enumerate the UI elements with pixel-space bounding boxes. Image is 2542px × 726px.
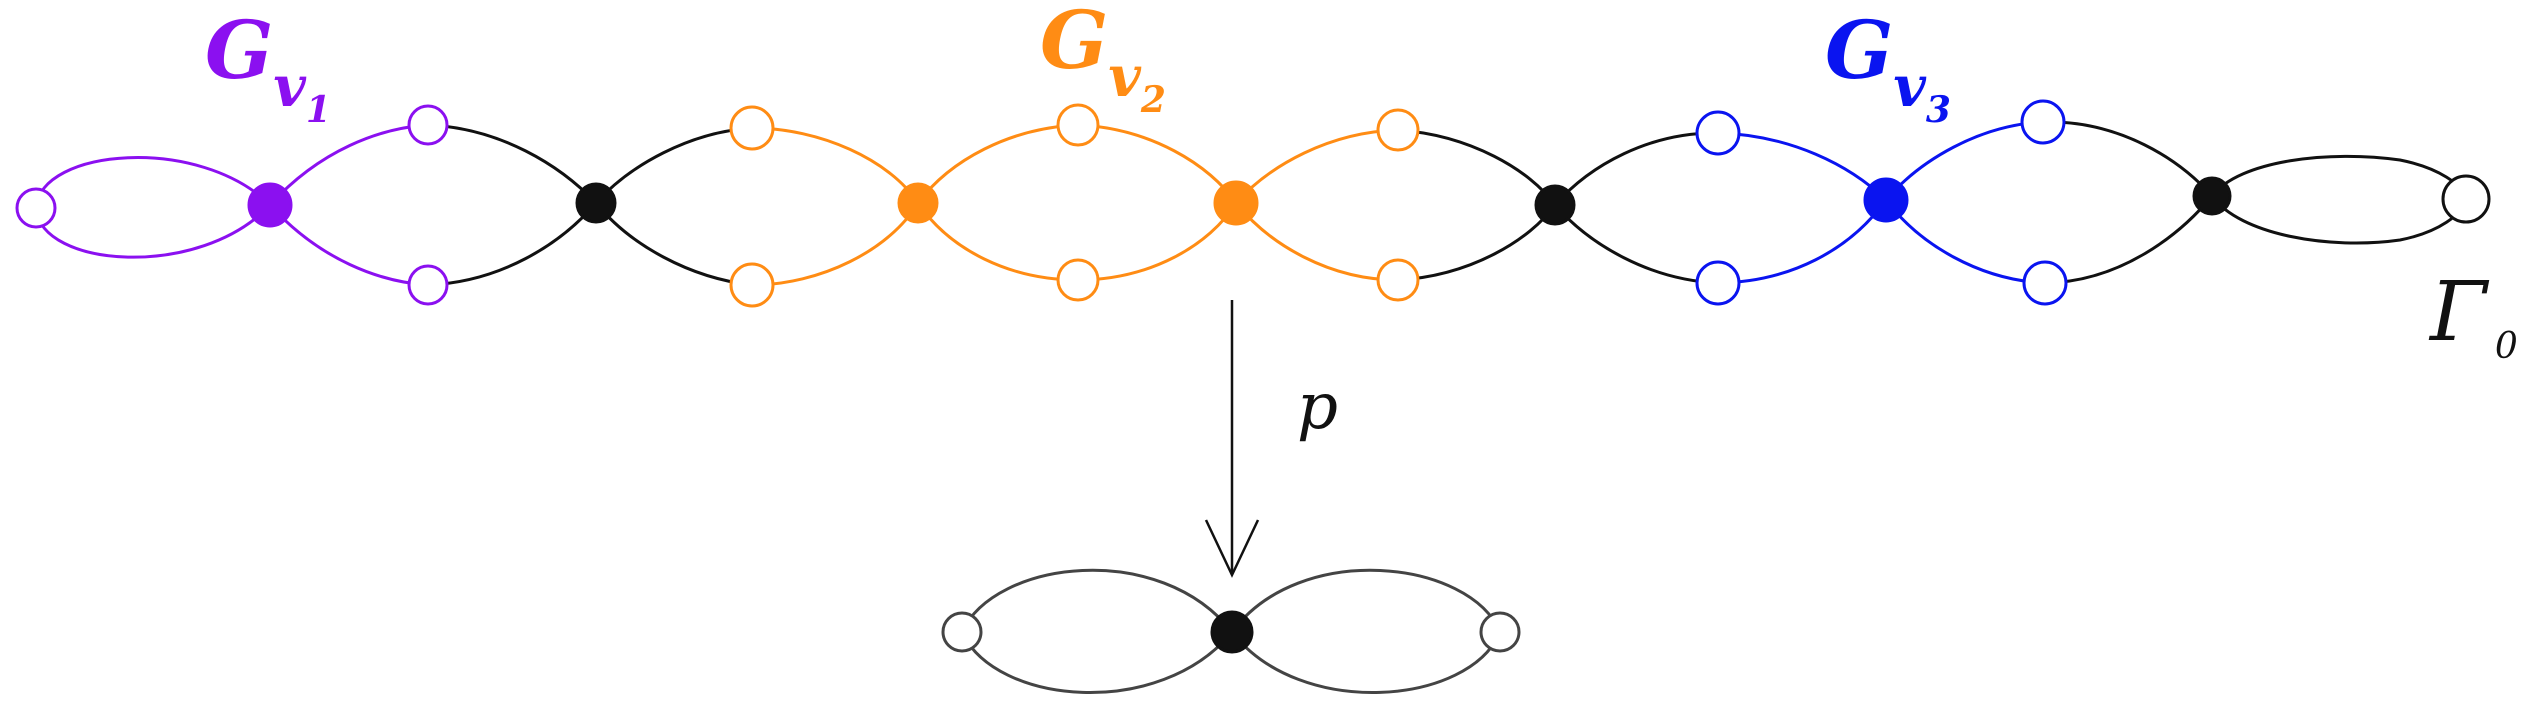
open-vertex	[729, 105, 775, 151]
base-graph	[941, 568, 1521, 695]
filled-vertex	[1210, 610, 1254, 654]
edge	[34, 203, 272, 259]
open-vertex	[1479, 611, 1521, 653]
label-index: 3	[1926, 89, 1951, 131]
filled-vertex	[1863, 177, 1909, 223]
open-vertex	[1376, 108, 1420, 152]
label-sub: v	[273, 54, 307, 120]
label-sub: v	[1108, 44, 1142, 110]
edge	[2042, 120, 2214, 197]
edge	[1397, 128, 1557, 206]
open-vertex	[2441, 174, 2491, 224]
edge	[1553, 204, 1719, 285]
edge	[2210, 154, 2468, 199]
edge	[1553, 131, 1719, 206]
label-main: G	[1040, 0, 1108, 87]
label-main: G	[205, 3, 273, 97]
filled-vertex	[2192, 176, 2232, 216]
open-vertex	[1056, 103, 1100, 147]
filled-vertex	[1534, 184, 1576, 226]
edge	[960, 568, 1234, 633]
filled-vertex	[247, 182, 293, 228]
edge	[1884, 199, 2046, 285]
edge	[427, 202, 598, 287]
edge	[1717, 199, 1888, 285]
open-vertex	[2022, 260, 2068, 306]
edge	[1234, 128, 1399, 205]
covering-map-arrow	[1204, 300, 1260, 578]
label-g-v2: Gv2	[1040, 0, 1166, 121]
edge	[916, 123, 1079, 204]
label-main: G	[1825, 3, 1893, 97]
filled-vertex	[575, 182, 617, 224]
label-sub: v	[1893, 54, 1927, 120]
edge	[1230, 568, 1502, 633]
edge	[960, 631, 1234, 695]
open-vertex	[1695, 260, 1741, 306]
edge	[751, 202, 920, 287]
edge	[594, 202, 753, 287]
edge	[2044, 195, 2214, 285]
edge	[2210, 195, 2468, 245]
label-main: Γ	[2428, 265, 2490, 360]
edge	[1234, 202, 1399, 282]
edge	[1397, 204, 1557, 282]
vertices-top	[15, 99, 2491, 308]
open-vertex	[941, 611, 983, 653]
label-map-p: p	[1297, 370, 1338, 444]
open-vertex	[1695, 110, 1741, 156]
edge	[1884, 120, 2044, 201]
edge	[751, 126, 920, 204]
filled-vertex	[897, 182, 939, 224]
label-index: 1	[306, 89, 331, 131]
edge	[34, 156, 272, 209]
open-vertex	[15, 187, 57, 229]
edge	[1077, 123, 1238, 204]
label-index: 0	[2495, 326, 2518, 367]
edge	[916, 202, 1079, 282]
open-vertex	[1376, 258, 1420, 302]
arrow-head	[1204, 519, 1260, 578]
connector-3	[2042, 120, 2468, 285]
label-g-v1: Gv1	[205, 3, 331, 131]
filled-vertex	[1213, 180, 1259, 226]
edge	[1717, 131, 1888, 202]
edge	[268, 123, 429, 207]
label-g-v3: Gv3	[1825, 3, 1951, 131]
edge	[1077, 202, 1238, 282]
subgraph-g-v1	[34, 123, 429, 287]
label-index: 2	[1140, 79, 1166, 121]
open-vertex	[407, 104, 449, 146]
open-vertex	[2020, 99, 2066, 145]
edge	[594, 126, 753, 205]
open-vertex	[407, 264, 449, 306]
open-vertex	[729, 262, 775, 308]
edge	[1230, 631, 1502, 695]
edge	[268, 203, 429, 287]
open-vertex	[1056, 258, 1100, 302]
edge	[427, 123, 598, 205]
